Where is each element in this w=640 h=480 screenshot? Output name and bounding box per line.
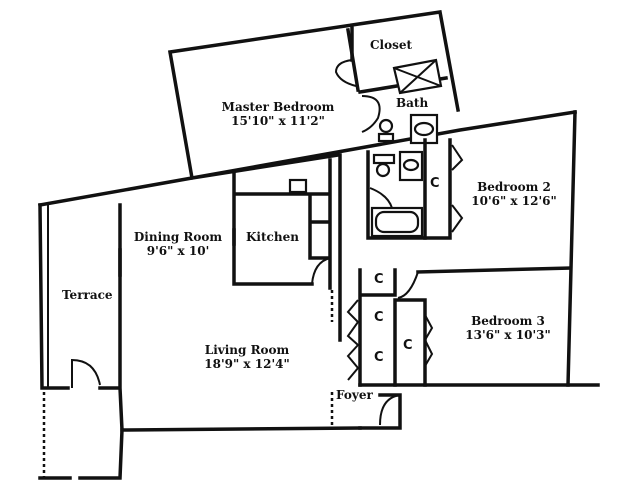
room-name: Terrace bbox=[62, 288, 113, 302]
closet-marker: C bbox=[374, 272, 384, 287]
bedroom2-label: Bedroom 2 10'6" x 12'6" bbox=[470, 180, 558, 208]
east-wall bbox=[566, 110, 577, 387]
room-name: Bath bbox=[396, 96, 429, 110]
room-name: Closet bbox=[370, 38, 413, 52]
room-name: Foyer bbox=[336, 388, 373, 402]
closet-marker: C bbox=[374, 350, 384, 365]
master-bedroom-label: Master Bedroom 15'10" x 11'2" bbox=[218, 100, 338, 128]
closet-marker: C bbox=[430, 176, 440, 191]
room-name: Master Bedroom bbox=[221, 100, 335, 114]
dining-room-label: Dining Room 9'6" x 10' bbox=[130, 230, 226, 258]
living-room-label: Living Room 18'9" x 12'4" bbox=[192, 343, 302, 371]
kitchen-label: Kitchen bbox=[246, 230, 299, 244]
room-name: Bedroom 3 bbox=[471, 314, 545, 328]
kitchen-door bbox=[311, 257, 331, 285]
closet-label: Closet bbox=[370, 38, 412, 52]
entry-door bbox=[379, 394, 401, 426]
kitchen-walls bbox=[232, 158, 332, 290]
room-dims: 18'9" x 12'4" bbox=[204, 357, 290, 371]
bath-door bbox=[361, 95, 381, 133]
master-closet-door bbox=[334, 59, 357, 87]
sink2-icon bbox=[398, 150, 424, 182]
room-dims: 13'6" x 10'3" bbox=[465, 328, 551, 342]
room-name: Kitchen bbox=[246, 230, 299, 244]
toilet2-icon bbox=[372, 153, 396, 178]
stove-icon bbox=[288, 178, 308, 194]
bedroom2-closet-doors bbox=[451, 144, 464, 233]
closet-marker: C bbox=[403, 338, 413, 353]
foyer-label: Foyer bbox=[336, 388, 373, 402]
bathtub-icon bbox=[370, 206, 424, 238]
bath2-door bbox=[369, 187, 393, 209]
room-name: Bedroom 2 bbox=[477, 180, 551, 194]
room-name: Living Room bbox=[204, 343, 290, 357]
bedroom3-label: Bedroom 3 13'6" x 10'3" bbox=[458, 314, 558, 342]
closet-marker: C bbox=[374, 310, 384, 325]
shower-icon bbox=[392, 58, 443, 95]
room-dims: 10'6" x 12'6" bbox=[471, 194, 557, 208]
room-dims: 9'6" x 10' bbox=[146, 244, 210, 258]
room-name: Dining Room bbox=[133, 230, 223, 244]
bath-label: Bath bbox=[396, 96, 428, 110]
terrace-door bbox=[71, 358, 101, 388]
room-dims: 15'10" x 11'2" bbox=[231, 114, 325, 128]
toilet-icon bbox=[377, 118, 395, 143]
hall-closet-doors bbox=[346, 299, 434, 381]
terrace-label: Terrace bbox=[62, 288, 113, 302]
bedroom3-door bbox=[397, 271, 419, 299]
